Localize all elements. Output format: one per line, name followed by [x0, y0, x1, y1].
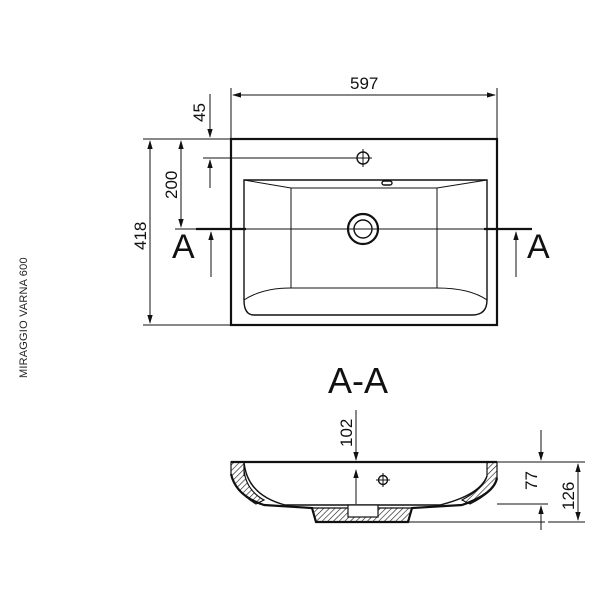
section-mark-right: A — [527, 228, 550, 266]
dimension-tap-offset: 45 — [190, 103, 209, 122]
dimension-drain-offset: 200 — [162, 171, 181, 199]
dimension-depth: 418 — [131, 222, 150, 250]
model-label: MIRAGGIO VARNA 600 — [18, 257, 30, 378]
top-view: A A 597 418 200 45 — [131, 74, 550, 327]
section-title: A-A — [328, 360, 388, 401]
dimension-total-height: 126 — [559, 482, 578, 510]
section-view: 102 77 126 — [229, 410, 585, 530]
dimension-rim-height: 77 — [522, 471, 541, 490]
bowl-outline — [243, 179, 488, 316]
dimension-width: 597 — [350, 74, 378, 93]
bowl-inner — [243, 179, 488, 289]
overflow-slot — [381, 180, 393, 186]
section-mark-left: A — [172, 228, 195, 266]
basin-outline — [229, 137, 499, 327]
dimension-bowl-depth: 102 — [337, 419, 356, 447]
